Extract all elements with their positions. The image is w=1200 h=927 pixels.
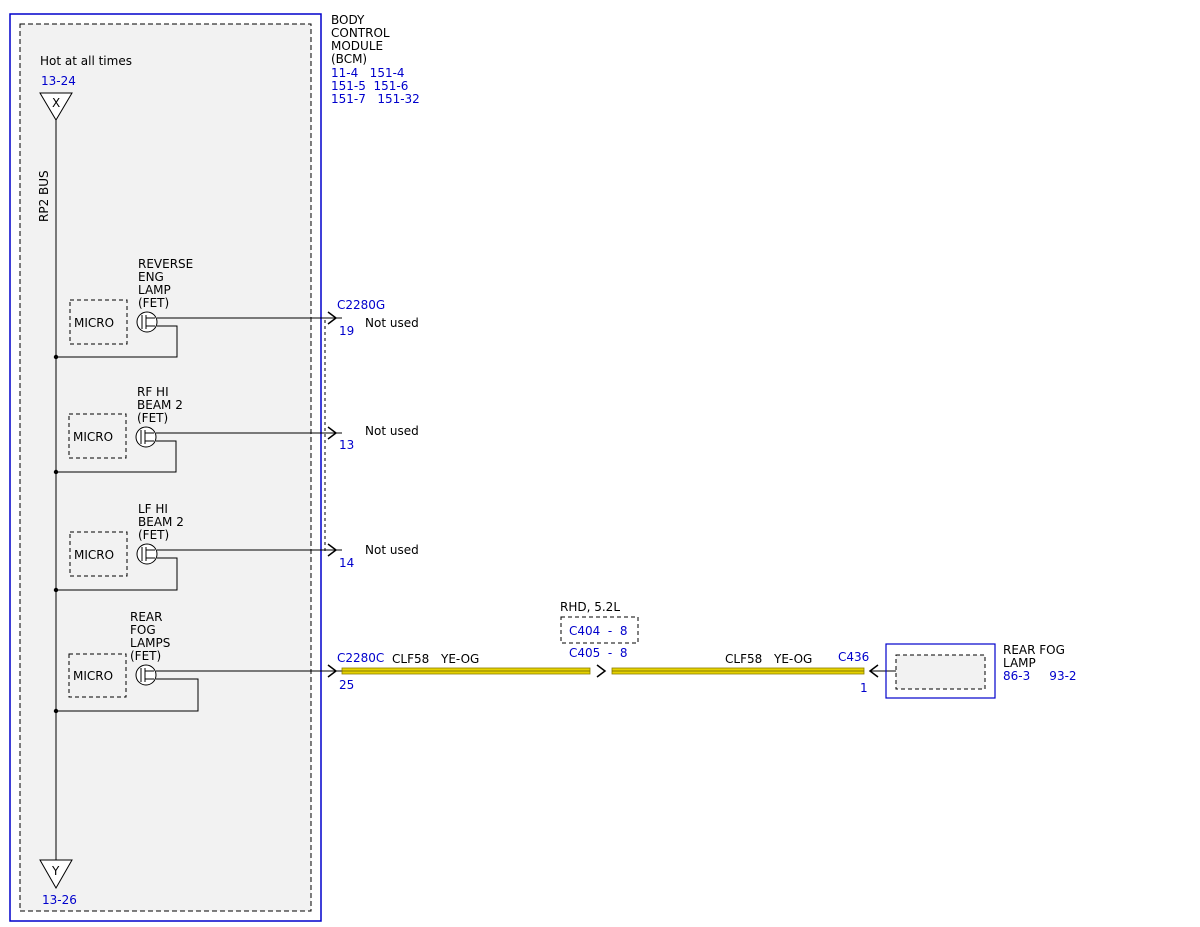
driver-rear-fog-lamps: REAR FOG LAMPS (FET) MICRO C2280C 25 (53, 610, 384, 714)
connector-link[interactable]: C2280G (337, 298, 385, 312)
micro-box (68, 413, 127, 459)
bottom-symbol: Y (51, 864, 60, 878)
connector-arrow-icon (596, 664, 607, 678)
top-ref-link[interactable]: 13-24 (41, 74, 76, 88)
bus-connector-bottom-icon (39, 859, 73, 890)
option-label: RHD, 5.2L (560, 600, 620, 614)
micro-box (69, 531, 128, 577)
driver-label-line: RF HI (137, 385, 169, 399)
lamp-ref-link[interactable]: 86-3 93-2 (1003, 669, 1077, 683)
connector-link[interactable]: C436 (838, 650, 869, 664)
fet-icon (135, 664, 157, 686)
driver-label-line: LAMPS (130, 636, 170, 650)
bottom-ref-link[interactable]: 13-26 (42, 893, 77, 907)
micro-label: MICRO (74, 548, 114, 562)
driver-label-line: BEAM 2 (137, 398, 183, 412)
status-text: Not used (365, 424, 419, 438)
bus-connector-top-icon (39, 92, 73, 121)
fet-icon (136, 311, 158, 333)
status-text: Not used (365, 543, 419, 557)
bcm-name-line: BODY (331, 13, 365, 27)
driver-label-line: (FET) (137, 411, 168, 425)
bcm-ref-link[interactable]: 151-5 151-6 (331, 79, 408, 93)
driver-label-line: LAMP (138, 283, 171, 297)
driver-label-line: (FET) (138, 528, 169, 542)
lamp-inner-box (895, 654, 986, 690)
driver-label-line: LF HI (138, 502, 168, 516)
pin-number: 19 (339, 324, 354, 338)
connector-link[interactable]: C404 - 8 (569, 624, 628, 638)
driver-label-line: (FET) (130, 649, 161, 663)
fet-icon (136, 543, 158, 565)
bcm-ref-link[interactable]: 11-4 151-4 (331, 66, 405, 80)
lamp-name-line: REAR FOG (1003, 643, 1065, 657)
bcm-outline (9, 13, 322, 922)
status-text: Not used (365, 316, 419, 330)
micro-label: MICRO (74, 316, 114, 330)
driver-lf-hi-beam-2: LF HI BEAM 2 (FET) MICRO 14 Not used (53, 502, 419, 593)
micro-box (69, 299, 128, 345)
pin-number: 1 (860, 681, 868, 695)
circuit-code: CLF58 (725, 652, 762, 666)
bcm-ref-link[interactable]: 151-7 151-32 (331, 92, 420, 106)
wire-color: YE-OG (773, 652, 812, 666)
lamp-name-line: LAMP (1003, 656, 1036, 670)
micro-label: MICRO (73, 669, 113, 683)
top-symbol: X (52, 96, 60, 110)
circuit-clf58-left: CLF58 YE-OG (341, 652, 591, 675)
inline-connector: RHD, 5.2L C404 - 8 C405 - 8 (560, 600, 639, 678)
driver-reverse-eng-lamp: REVERSE ENG LAMP (FET) MICRO C2280G 19 N… (53, 257, 419, 360)
rear-fog-lamp: C436 1 REAR FOG LAMP 86-3 93-2 (838, 643, 1077, 699)
power-label: Hot at all times (40, 54, 132, 68)
circuit-clf58-right: CLF58 YE-OG (611, 652, 865, 675)
driver-label-line: ENG (138, 270, 164, 284)
circuit-code: CLF58 (392, 652, 429, 666)
pin-number: 14 (339, 556, 354, 570)
pin-number: 25 (339, 678, 354, 692)
driver-label-line: FOG (130, 623, 156, 637)
micro-box (68, 653, 127, 698)
micro-label: MICRO (73, 430, 113, 444)
bcm-name-line: CONTROL (331, 26, 390, 40)
bcm-name-line: (BCM) (331, 52, 367, 66)
driver-label-line: REVERSE (138, 257, 193, 271)
driver-label-line: (FET) (138, 296, 169, 310)
driver-label-line: BEAM 2 (138, 515, 184, 529)
wire-color: YE-OG (440, 652, 479, 666)
option-box (560, 616, 639, 644)
bus-label: RP2 BUS (37, 170, 51, 222)
connector-link[interactable]: C405 - 8 (569, 646, 628, 660)
driver-label-line: REAR (130, 610, 162, 624)
connector-arrow-icon (327, 664, 338, 678)
pin-number: 13 (339, 438, 354, 452)
driver-rf-hi-beam-2: RF HI BEAM 2 (FET) MICRO 13 Not used (53, 385, 419, 475)
bcm-inner-box (19, 23, 312, 912)
connector-link[interactable]: C2280C (337, 651, 384, 665)
lamp-outline (885, 643, 996, 699)
fet-icon (135, 426, 157, 448)
connector-arrow-icon (327, 426, 338, 440)
connector-arrow-icon (327, 543, 338, 557)
connector-arrow-icon (327, 311, 338, 325)
bcm-name-line: MODULE (331, 39, 383, 53)
